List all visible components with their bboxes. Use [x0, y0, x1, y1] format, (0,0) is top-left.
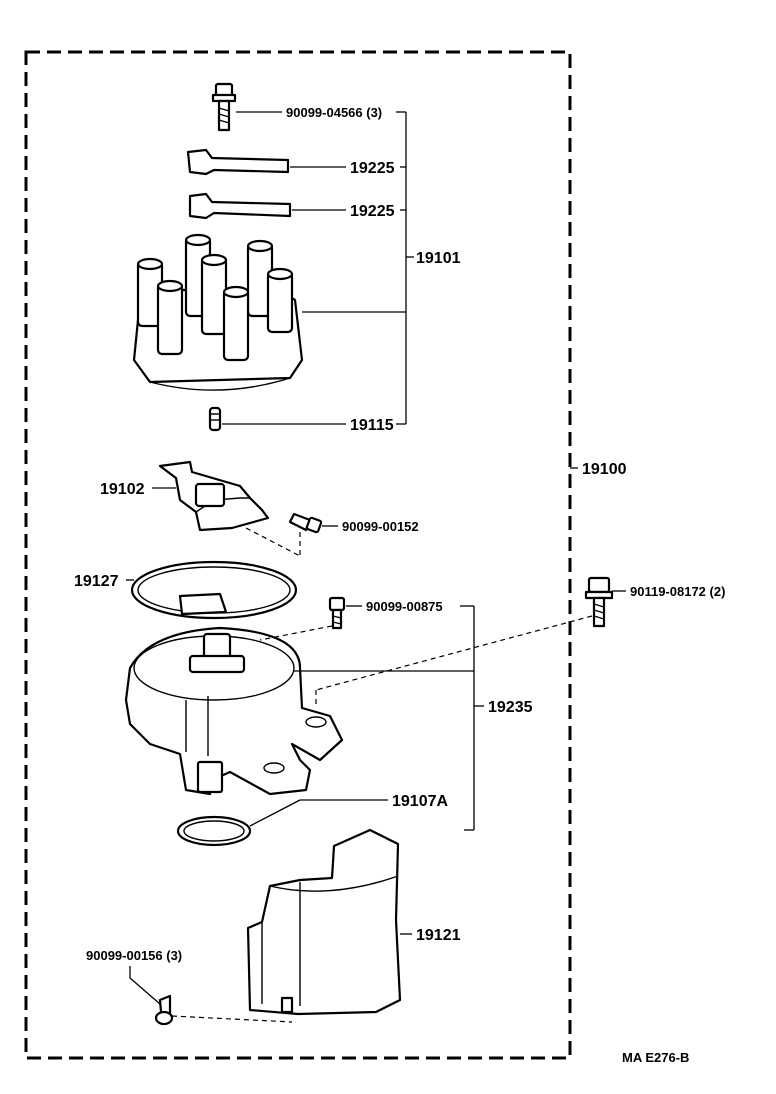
label-bolt-cap: 90099-04566 (3): [286, 105, 382, 120]
label-clip-lower: 19225: [350, 203, 395, 220]
carbon-part: [208, 406, 346, 432]
label-rotor: 19102: [100, 481, 145, 498]
housing-screw-part: [259, 596, 362, 641]
cap-gasket-part: [126, 560, 298, 620]
label-distributor-assy: 19100: [582, 461, 627, 478]
housing-part: [124, 592, 474, 796]
clip-lower-part: [188, 192, 346, 220]
label-clip-upper: 19225: [350, 160, 395, 177]
diagram-code: MA E276-B: [622, 1050, 689, 1065]
cover-part: [246, 828, 412, 1016]
label-screw-rotor: 90099-00152: [342, 519, 419, 534]
label-screw-cover: 90099-00156 (3): [86, 948, 182, 963]
label-screw-housing: 90099-00875: [366, 599, 443, 614]
cap-bolt-part: [211, 82, 282, 132]
label-oring: 19107A: [392, 793, 448, 810]
clip-upper-part: [186, 148, 346, 176]
bracket-19235: [460, 605, 484, 831]
label-cover: 19121: [416, 927, 461, 944]
oring-part: [176, 799, 388, 847]
label-carbon: 19115: [350, 417, 394, 434]
assembly-frame: [24, 50, 572, 1060]
label-housing-assy: 19235: [488, 699, 533, 716]
label-cap-assy: 19101: [416, 250, 461, 267]
rotor-screw-part: [288, 512, 338, 534]
label-gasket: 19127: [74, 573, 119, 590]
label-bolt-mount: 90119-08172 (2): [630, 584, 725, 599]
cover-screw-part: [129, 966, 293, 1026]
rotor-part: [152, 460, 301, 557]
bracket-19101: [396, 111, 414, 425]
distributor-cap-part: [132, 233, 406, 391]
mount-bolt-part: [315, 576, 626, 708]
